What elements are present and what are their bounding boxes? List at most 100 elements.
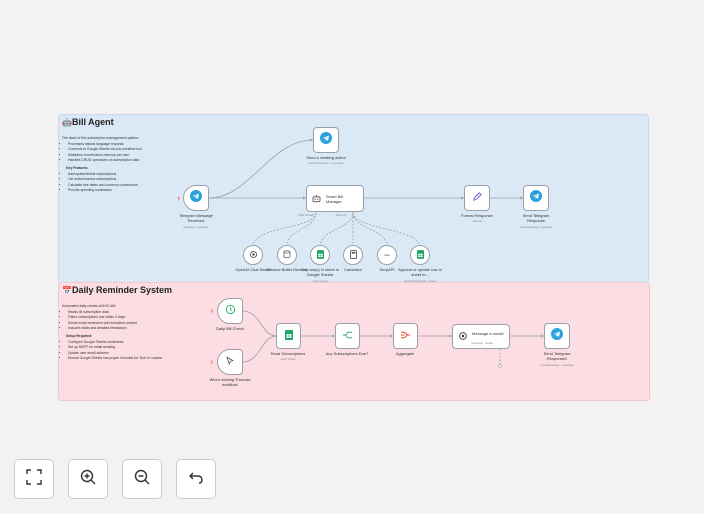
node-label: Send Telegram Response1 xyxy=(543,351,571,361)
node-label: Aggregate xyxy=(395,351,415,356)
node-label: Any Subscriptions Due? xyxy=(325,351,369,356)
node-append-update-sheets[interactable] xyxy=(410,245,430,265)
node-label: SerpAPI xyxy=(379,267,395,272)
node-manual-trigger[interactable] xyxy=(217,349,243,375)
cursor-icon xyxy=(225,353,235,371)
reset-zoom-button[interactable] xyxy=(176,459,216,499)
connection-line xyxy=(319,211,354,248)
fit-view-icon xyxy=(26,468,42,490)
list-item: Add/update/delete subscriptions xyxy=(68,172,142,178)
trigger-bolt-icon xyxy=(210,309,214,314)
node-calculator[interactable] xyxy=(343,245,363,265)
list-item: Processes natural language requests xyxy=(68,142,142,148)
openai-icon xyxy=(249,246,258,264)
node-aggregate[interactable] xyxy=(393,323,418,349)
google-sheets-icon xyxy=(416,246,424,264)
zoom-out-button[interactable] xyxy=(122,459,162,499)
trigger-bolt-icon xyxy=(177,196,181,201)
node-message-a-model[interactable]: Message a model message: model xyxy=(452,324,510,349)
arrow-head xyxy=(541,334,544,338)
node-openai-chat-model[interactable] xyxy=(243,245,263,265)
node-subtitle: read: sheet xyxy=(312,279,328,283)
bill-agent-description: The heart of this subscription managemen… xyxy=(62,136,142,194)
node-label: Window Buffer Memory xyxy=(266,267,308,272)
connection-line xyxy=(242,310,277,337)
node-telegram-trigger[interactable] xyxy=(183,185,209,211)
list-item: Reads all subscription data xyxy=(68,310,162,316)
node-send-chat-action[interactable] xyxy=(313,127,339,153)
zoom-in-icon xyxy=(80,469,96,490)
arrow-head xyxy=(303,196,306,200)
arrow-head xyxy=(449,334,452,338)
zoom-out-icon xyxy=(134,469,150,490)
list-item: Configure Google Sheets credentials xyxy=(68,340,162,346)
list-item: Set up SMTP for email sending xyxy=(68,345,162,351)
calculator-icon xyxy=(349,246,357,264)
serpapi-icon: ●●● xyxy=(384,253,390,257)
node-serpapi[interactable]: ●●● xyxy=(377,245,397,265)
list-item: Provide spending summaries xyxy=(68,188,142,194)
clock-icon xyxy=(225,302,236,320)
daily-reminder-title: 📅Daily Reminder System xyxy=(62,285,173,295)
arrow-head xyxy=(332,334,335,338)
node-label: When clicking 'Execute workflow' xyxy=(209,377,251,387)
node-send-telegram-response[interactable] xyxy=(523,185,549,211)
node-subtitle: Updates: message xyxy=(183,225,209,229)
node-subtitle: sendMessage: message xyxy=(540,363,574,367)
node-daily-bill-check[interactable] xyxy=(217,298,243,324)
connection-line xyxy=(286,211,317,248)
node-subtitle: read: sheet xyxy=(280,357,296,361)
port-label-chat-model: Chat Model* xyxy=(297,213,315,217)
node-format-response[interactable] xyxy=(464,185,490,211)
daily-reminder-description: Automated daily checks at 6:00 AM: Reads… xyxy=(62,304,162,362)
openai-icon xyxy=(458,328,468,346)
node-label: Get row(s) in sheet in Google Sheets xyxy=(300,267,339,277)
connection-line xyxy=(252,211,317,248)
node-subtitle: manual xyxy=(472,219,482,223)
arrow-head xyxy=(520,196,523,200)
undo-icon xyxy=(188,469,204,490)
arrow-head xyxy=(273,334,276,338)
telegram-icon xyxy=(551,327,563,345)
list-item: Handles CRUD operations on subscription … xyxy=(68,158,142,164)
list-item: Maintains conversation memory per user xyxy=(68,153,142,159)
arrow-head xyxy=(390,334,393,338)
node-label: OpenAI Chat Model xyxy=(235,267,271,272)
connection-line xyxy=(352,211,388,248)
zoom-in-button[interactable] xyxy=(68,459,108,499)
node-subtitle: sendMessage: message xyxy=(519,225,553,229)
arrow-head xyxy=(310,138,313,142)
node-window-buffer-memory[interactable] xyxy=(277,245,297,265)
fit-view-button[interactable] xyxy=(14,459,54,499)
output-port xyxy=(498,364,502,368)
trigger-bolt-icon xyxy=(210,360,214,365)
database-icon xyxy=(283,246,291,264)
node-label: Calculator xyxy=(343,267,362,272)
connection-line xyxy=(352,211,421,248)
node-label: Telegram Message Received xyxy=(179,213,213,223)
list-item: List active/inactive subscriptions xyxy=(68,177,142,183)
node-label: Send Telegram Response xyxy=(522,213,550,223)
node-read-subscriptions[interactable] xyxy=(276,323,301,349)
bill-agent-title: 🤖Bill Agent xyxy=(62,117,114,127)
list-item: Ensure Google Sheets has proper formulas… xyxy=(68,356,162,362)
node-label: Send a chatting action xyxy=(306,155,346,160)
node-label: Daily Bill Check xyxy=(216,326,244,331)
arrow-head xyxy=(461,196,464,200)
connection-line xyxy=(208,139,314,199)
node-if-any-due[interactable] xyxy=(335,323,360,349)
node-label: Append or update row in sheet in... xyxy=(398,267,442,277)
telegram-icon xyxy=(320,131,332,149)
node-smart-bill-manager[interactable]: Smart Bill Manager xyxy=(306,185,364,212)
node-get-rows-sheets[interactable] xyxy=(310,245,330,265)
robot-icon xyxy=(312,190,321,208)
node-label: Read Subscriptions xyxy=(270,351,306,356)
robot-icon: 🤖 xyxy=(62,118,72,127)
port-label-memory: Memory xyxy=(335,213,347,217)
node-send-telegram-response1[interactable] xyxy=(544,323,570,349)
connection-line xyxy=(242,335,277,363)
telegram-icon xyxy=(530,189,542,207)
list-item: Sends email reminders with formatted con… xyxy=(68,321,162,327)
